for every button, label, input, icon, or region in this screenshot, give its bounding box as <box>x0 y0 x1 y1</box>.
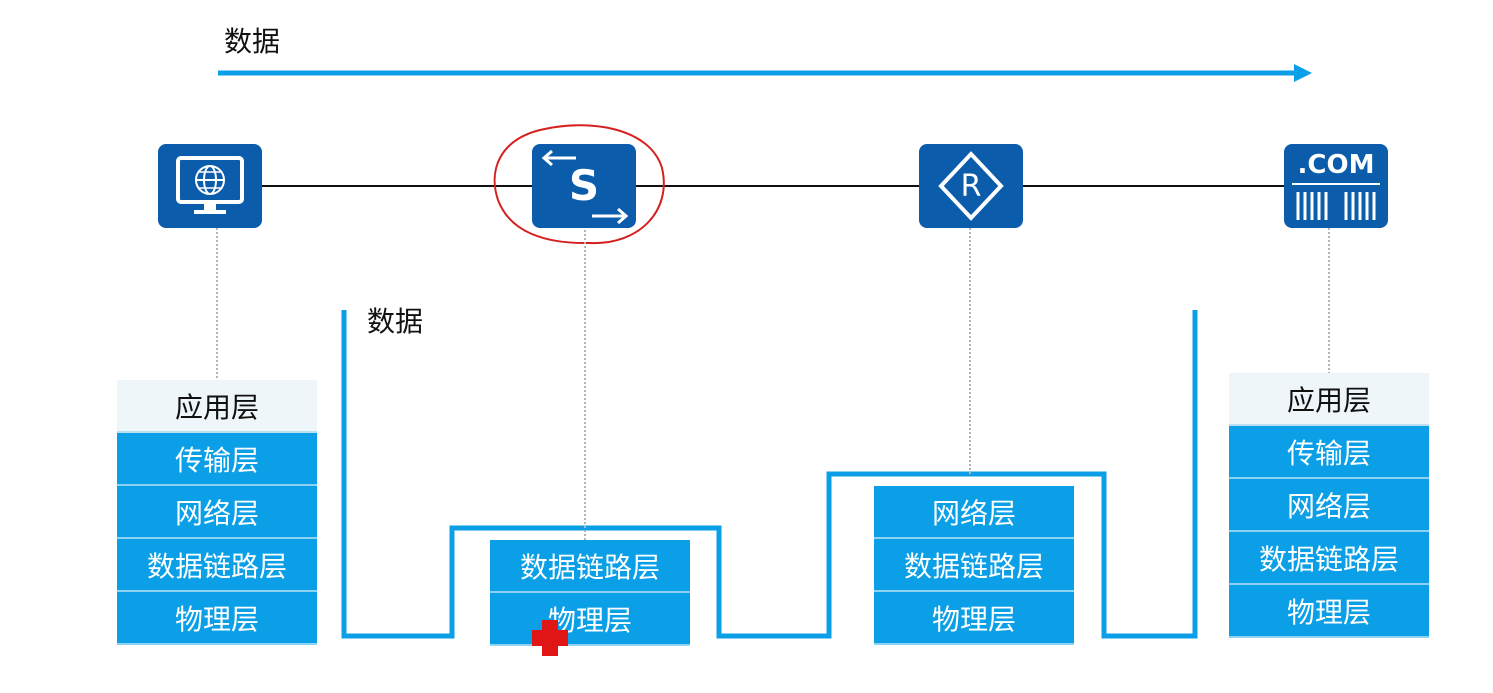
server-physical-layer: 物理层 <box>1229 585 1429 638</box>
router-network-layer: 网络层 <box>874 486 1074 539</box>
server-network-layer: 网络层 <box>1229 479 1429 532</box>
host-physical-layer: 物理层 <box>117 592 317 645</box>
server-protocol-stack: 应用层 传输层 网络层 数据链路层 物理层 <box>1229 373 1429 638</box>
server-domain-text: .COM <box>1297 150 1375 180</box>
top-data-label: 数据 <box>224 25 281 58</box>
host-datalink-layer: 数据链路层 <box>117 539 317 592</box>
switch-protocol-stack: 数据链路层 物理层 <box>490 540 690 646</box>
data-path <box>341 310 1198 639</box>
server-application-layer: 应用层 <box>1229 373 1429 426</box>
switch-physical-layer: 物理层 <box>490 593 690 646</box>
monitor-globe-icon <box>176 156 244 214</box>
switch-device[interactable]: S <box>532 144 636 228</box>
router-device[interactable]: R <box>919 144 1023 228</box>
server-datalink-layer: 数据链路层 <box>1229 532 1429 585</box>
host-application-layer: 应用层 <box>117 380 317 433</box>
host-protocol-stack: 应用层 传输层 网络层 数据链路层 物理层 <box>117 380 317 645</box>
arrow-head <box>1294 64 1312 82</box>
path-data-label: 数据 <box>367 305 424 338</box>
server-transport-layer: 传输层 <box>1229 426 1429 479</box>
router-letter: R <box>960 169 982 204</box>
switch-datalink-layer: 数据链路层 <box>490 540 690 593</box>
host-device[interactable] <box>158 144 262 228</box>
server-icon <box>1292 183 1380 220</box>
switch-icon <box>541 149 629 225</box>
host-network-layer: 网络层 <box>117 486 317 539</box>
router-icon <box>938 151 1004 221</box>
server-dotted-line <box>1328 228 1330 374</box>
server-device[interactable]: .COM <box>1284 144 1388 228</box>
switch-dotted-line <box>584 230 586 540</box>
annotation-circle <box>493 124 665 245</box>
router-protocol-stack: 网络层 数据链路层 物理层 <box>874 486 1074 645</box>
switch-letter: S <box>568 161 600 210</box>
router-physical-layer: 物理层 <box>874 592 1074 645</box>
host-dotted-line <box>216 228 218 378</box>
router-datalink-layer: 数据链路层 <box>874 539 1074 592</box>
host-transport-layer: 传输层 <box>117 433 317 486</box>
router-dotted-line <box>969 228 971 474</box>
